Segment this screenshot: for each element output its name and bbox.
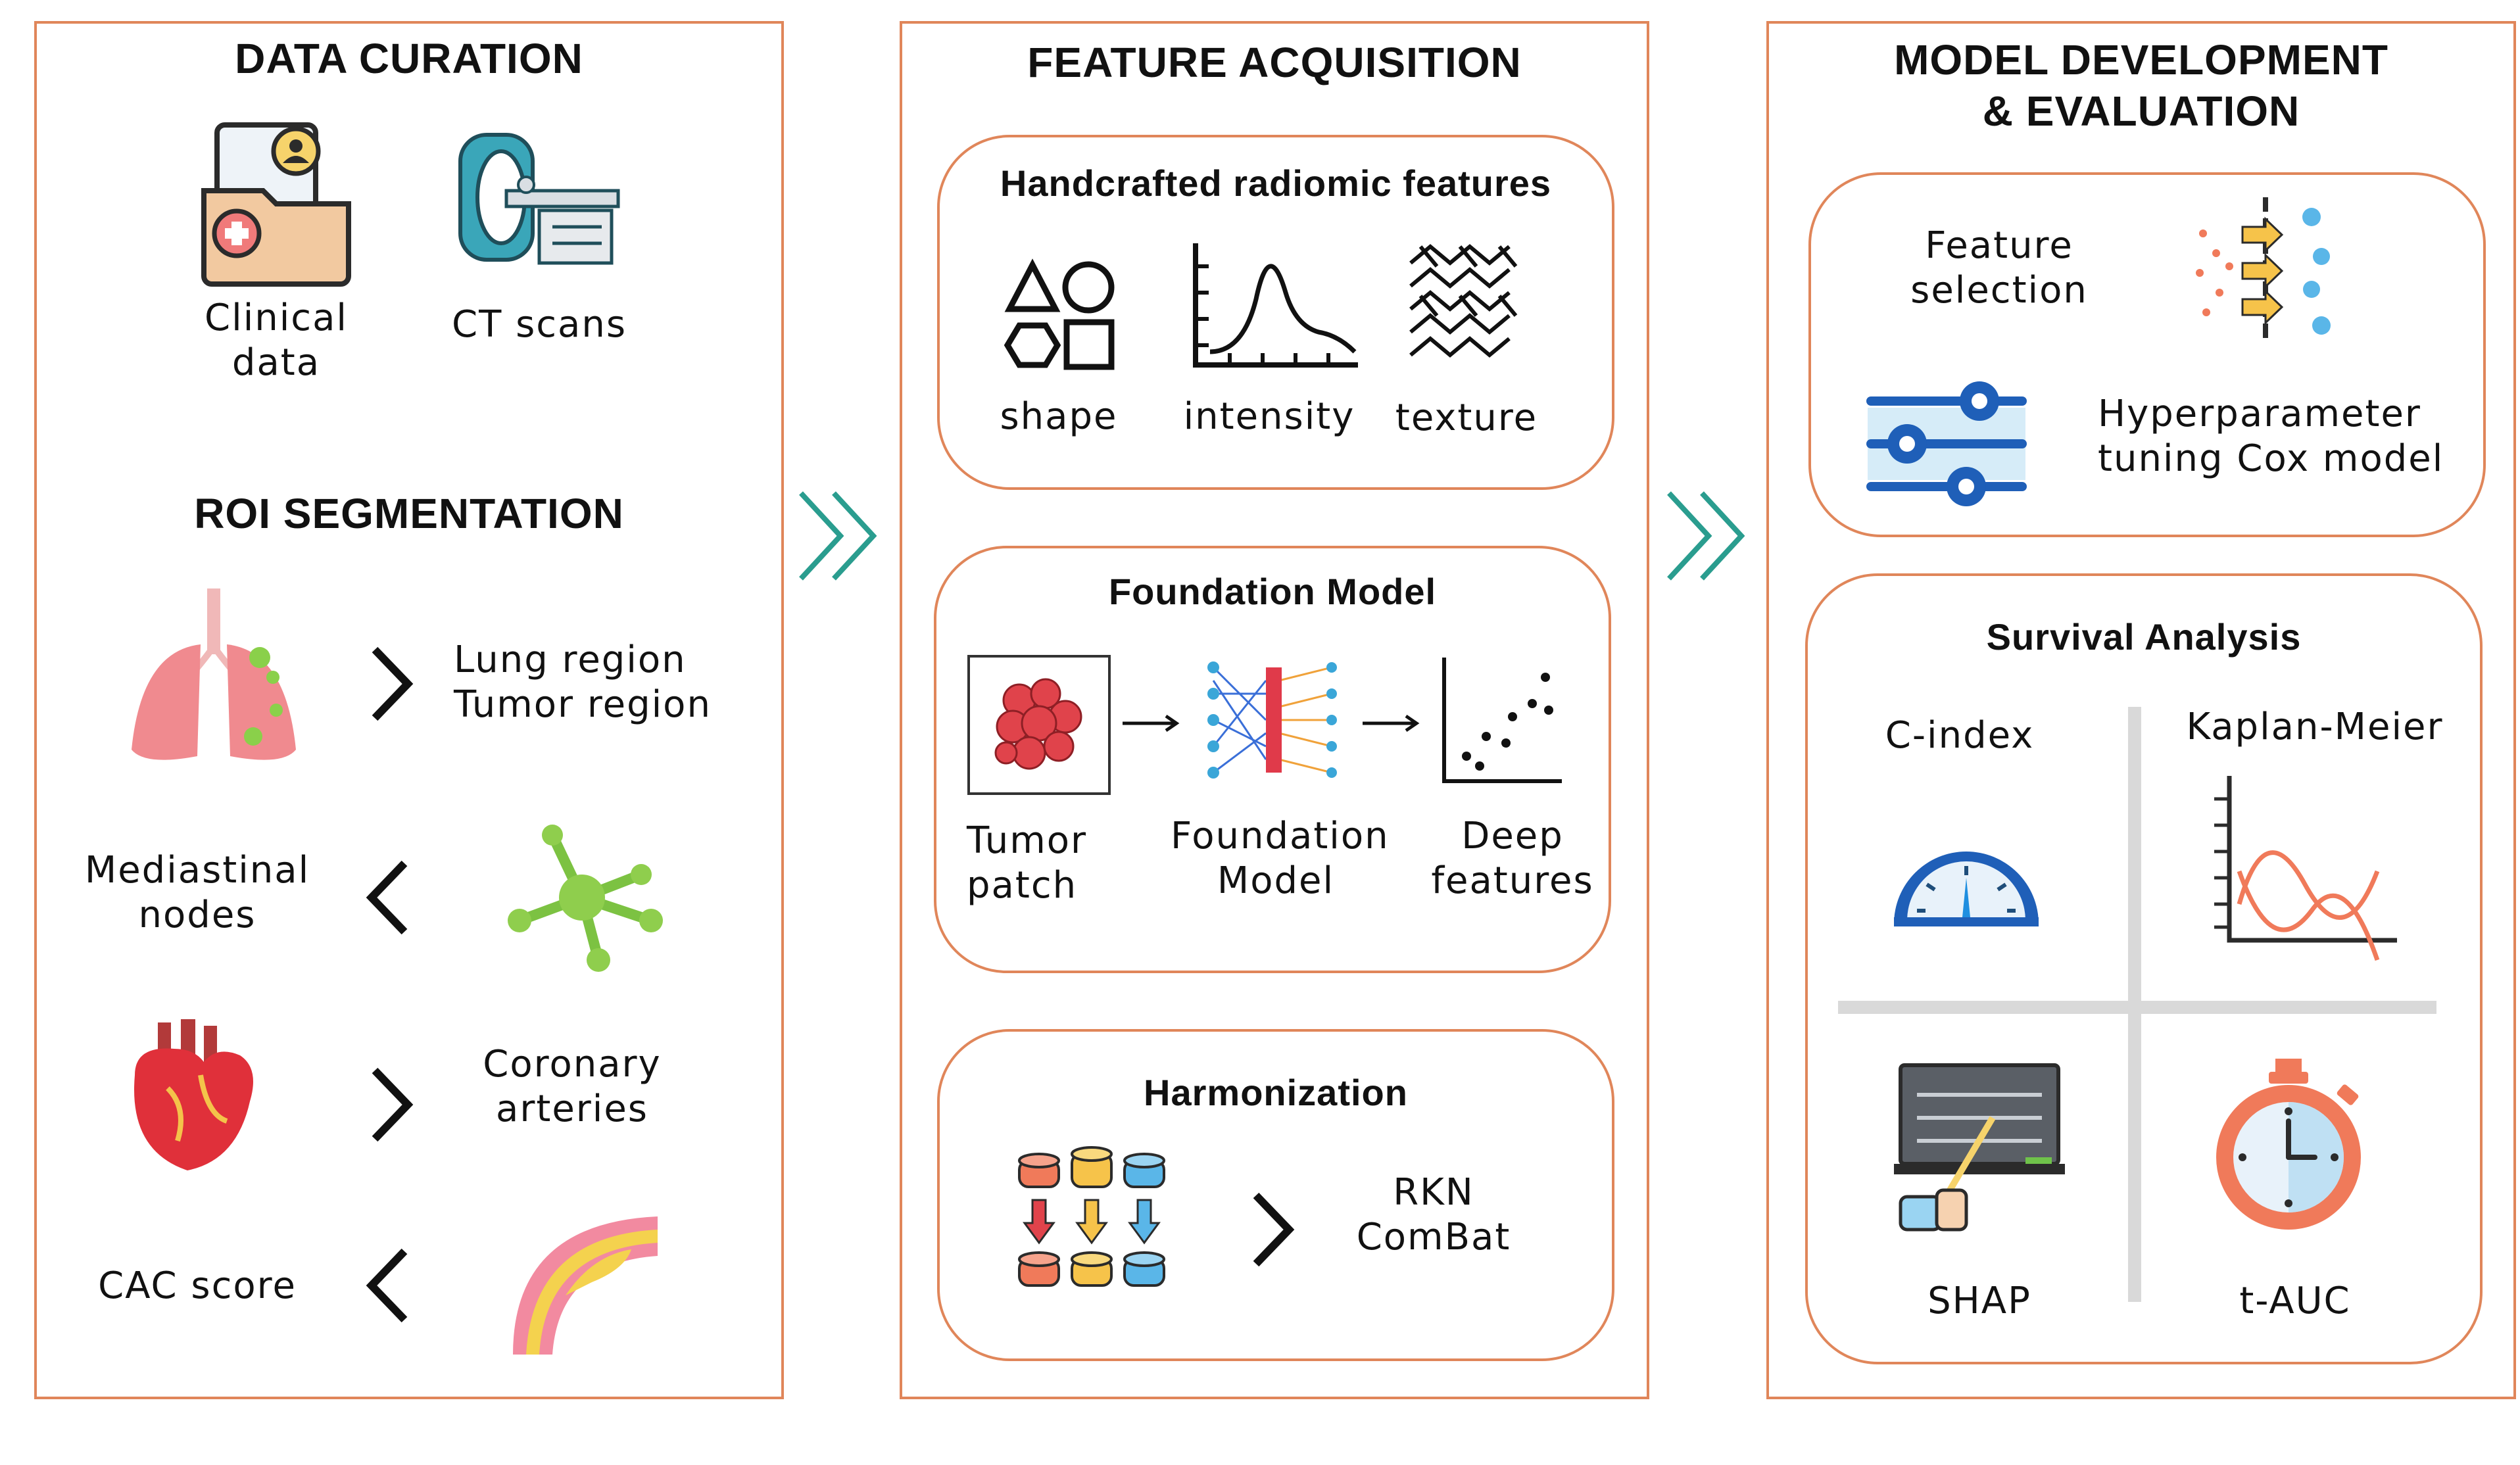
- mediastinal-label: Mediastinal nodes: [84, 849, 310, 937]
- chevron-right-icon: [372, 646, 414, 721]
- ct-scanner-icon: [458, 133, 620, 265]
- harmonization-title: Harmonization: [1144, 1072, 1408, 1113]
- shapes-icon: [1004, 258, 1115, 370]
- harmonization-method-label: RKN ComBat: [1356, 1171, 1511, 1259]
- deep-features-label: Deep features: [1431, 815, 1594, 903]
- cac-score-label: CAC score: [98, 1264, 297, 1307]
- coronary-label: Coronary arteries: [483, 1043, 662, 1131]
- texture-icon: [1409, 244, 1518, 358]
- shape-label: shape: [1000, 395, 1118, 438]
- sliders-icon: [1866, 381, 2027, 506]
- double-chevron-arrow-icon: [1667, 491, 1745, 581]
- foundation-model-title: Foundation Model: [1108, 571, 1437, 612]
- survival-analysis-card: [1805, 573, 2483, 1364]
- texture-label: texture: [1395, 396, 1538, 439]
- foundation-model-label: Foundation Model: [1171, 815, 1390, 903]
- lung-tumor-labels: Lung region Tumor region: [454, 638, 712, 727]
- chevron-left-icon: [366, 1248, 408, 1323]
- handcrafted-card: [937, 135, 1614, 490]
- handcrafted-title: Handcrafted radiomic features: [1000, 162, 1552, 204]
- chevron-right-icon: [1253, 1192, 1295, 1267]
- artery-plaque-icon: [513, 1216, 658, 1355]
- survival-analysis-title: Survival Analysis: [1986, 616, 2302, 658]
- gauge-icon: [1894, 852, 2039, 926]
- chevron-right-icon: [372, 1067, 414, 1142]
- feature-acquisition-title: FEATURE ACQUISITION: [1027, 39, 1522, 86]
- clinical-folder-icon: [201, 122, 351, 287]
- shap-label: SHAP: [1927, 1280, 2031, 1322]
- heart-icon: [134, 1019, 253, 1170]
- data-curation-title: DATA CURATION: [235, 35, 583, 82]
- double-chevron-arrow-icon: [799, 491, 877, 581]
- stopwatch-icon: [2216, 1059, 2361, 1230]
- km-curve-icon: [2214, 776, 2397, 961]
- roi-segmentation-title: ROI SEGMENTATION: [194, 490, 624, 537]
- model-development-title: MODEL DEVELOPMENT & EVALUATION: [1894, 36, 2388, 135]
- lungs-icon: [132, 588, 296, 760]
- neural-network-icon: [1207, 661, 1337, 779]
- quadrant-divider-horizontal: [1838, 1001, 2436, 1014]
- t-auc-label: t-AUC: [2239, 1280, 2351, 1322]
- tumor-patch-label: Tumor patch: [967, 819, 1088, 907]
- histogram-icon: [1193, 243, 1358, 368]
- arrow-right-icon: [1123, 714, 1180, 732]
- harmonization-card: [937, 1029, 1614, 1361]
- c-index-label: C-index: [1885, 714, 2035, 757]
- shap-board-icon: [1894, 1063, 2065, 1232]
- arrow-right-icon: [1363, 714, 1420, 732]
- tumor-patch-icon: [967, 655, 1111, 795]
- scatter-icon: [1442, 658, 1562, 783]
- kaplan-meier-label: Kaplan-Meier: [2186, 706, 2444, 748]
- feature-selection-icon: [2196, 197, 2331, 342]
- database-icon: [1018, 1146, 1165, 1287]
- chevron-left-icon: [366, 860, 408, 935]
- intensity-label: intensity: [1183, 395, 1355, 438]
- clinical-data-label: Clinical data: [205, 297, 348, 385]
- lymph-node-icon: [508, 825, 663, 972]
- ct-scans-label: CT scans: [451, 303, 627, 346]
- feature-selection-label: Feature selection: [1910, 224, 2088, 312]
- hyperparameter-label: Hyperparameter tuning Cox model: [2098, 393, 2444, 481]
